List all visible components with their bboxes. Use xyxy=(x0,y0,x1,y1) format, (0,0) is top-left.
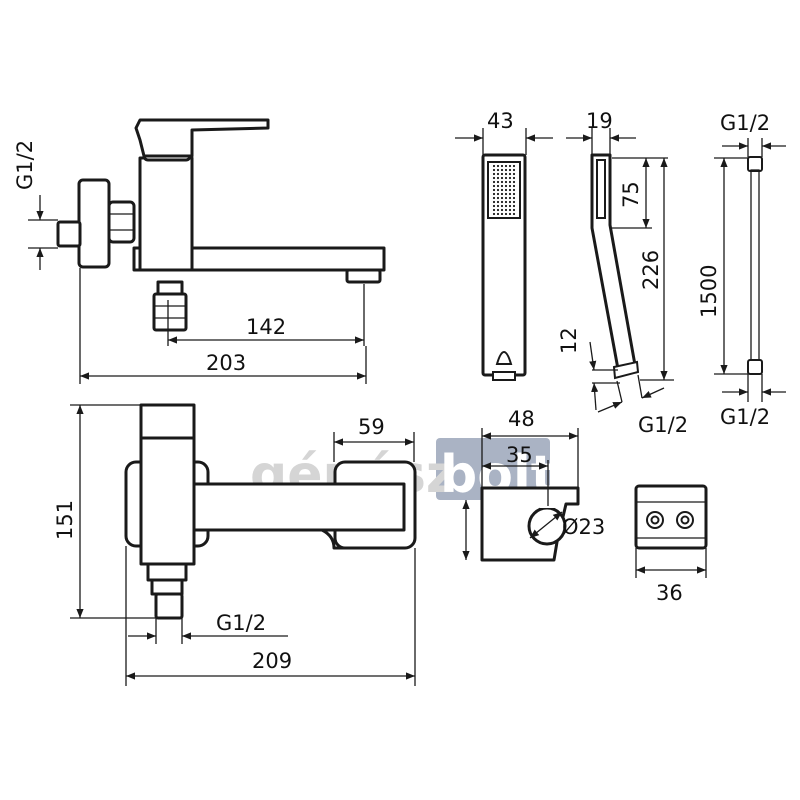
label-total-width: 209 xyxy=(252,649,292,673)
label-hose-thread-top: G1/2 xyxy=(720,111,770,135)
label-outlet-thread-bottom: G1/2 xyxy=(216,611,266,635)
label-handshower-length: 226 xyxy=(639,250,663,290)
dim-hose-thread-top: G1/2 xyxy=(720,111,786,157)
label-handshower-thread: G1/2 xyxy=(638,413,688,437)
dim-spout-length-total: 203 xyxy=(79,268,367,384)
label-spout-length-inner: 142 xyxy=(246,315,286,339)
dim-handshower-head: 75 xyxy=(612,157,668,229)
label-holder-spacing: 35 xyxy=(506,443,533,467)
dim-spout-length-inner: 142 xyxy=(167,284,365,346)
label-handshower-tip: 12 xyxy=(557,327,581,354)
mixer-top-view xyxy=(124,403,417,620)
dim-holder-spacing: 35 xyxy=(482,443,549,506)
label-spout-projection: 59 xyxy=(358,415,385,439)
shower-hose xyxy=(747,156,763,375)
dim-holder-diameter: Ø23 xyxy=(529,511,605,539)
dim-handshower-thread: G1/2 xyxy=(597,374,688,437)
dim-total-width: 209 xyxy=(125,546,416,686)
handshower-front-view xyxy=(481,153,527,381)
label-hose-thread-bottom: G1/2 xyxy=(720,405,770,429)
dim-body-height: 151 xyxy=(53,404,156,619)
label-handshower-width: 43 xyxy=(487,109,514,133)
label-inlet-thread-side: G1/2 xyxy=(13,140,37,190)
dim-hose-length: 1500 xyxy=(697,157,748,375)
label-handshower-head: 75 xyxy=(619,181,643,208)
dim-wall-plate-width: 36 xyxy=(635,548,707,605)
dim-spout-projection: 59 xyxy=(333,415,415,462)
handshower-nozzle-grid xyxy=(491,165,517,215)
dim-outlet-thread-bottom: G1/2 xyxy=(128,611,288,644)
dim-holder-width: 48 xyxy=(481,407,579,488)
mixer-front-view xyxy=(56,118,386,332)
label-body-height: 151 xyxy=(53,500,77,540)
wall-plate xyxy=(634,484,708,550)
label-hose-length: 1500 xyxy=(697,265,721,318)
dim-handshower-depth: 19 xyxy=(566,109,636,155)
dim-handshower-tip: 12 xyxy=(557,327,620,411)
dim-hose-thread-bottom: G1/2 xyxy=(720,374,786,429)
label-spout-length-total: 203 xyxy=(206,351,246,375)
label-wall-plate-width: 36 xyxy=(656,581,683,605)
label-holder-width: 48 xyxy=(508,407,535,431)
label-holder-diameter: Ø23 xyxy=(562,515,605,539)
dim-handshower-length: 226 xyxy=(639,158,674,381)
dim-inlet-thread-side: G1/2 xyxy=(13,140,58,270)
dim-handshower-width: 43 xyxy=(455,109,553,155)
label-handshower-depth: 19 xyxy=(586,109,613,133)
